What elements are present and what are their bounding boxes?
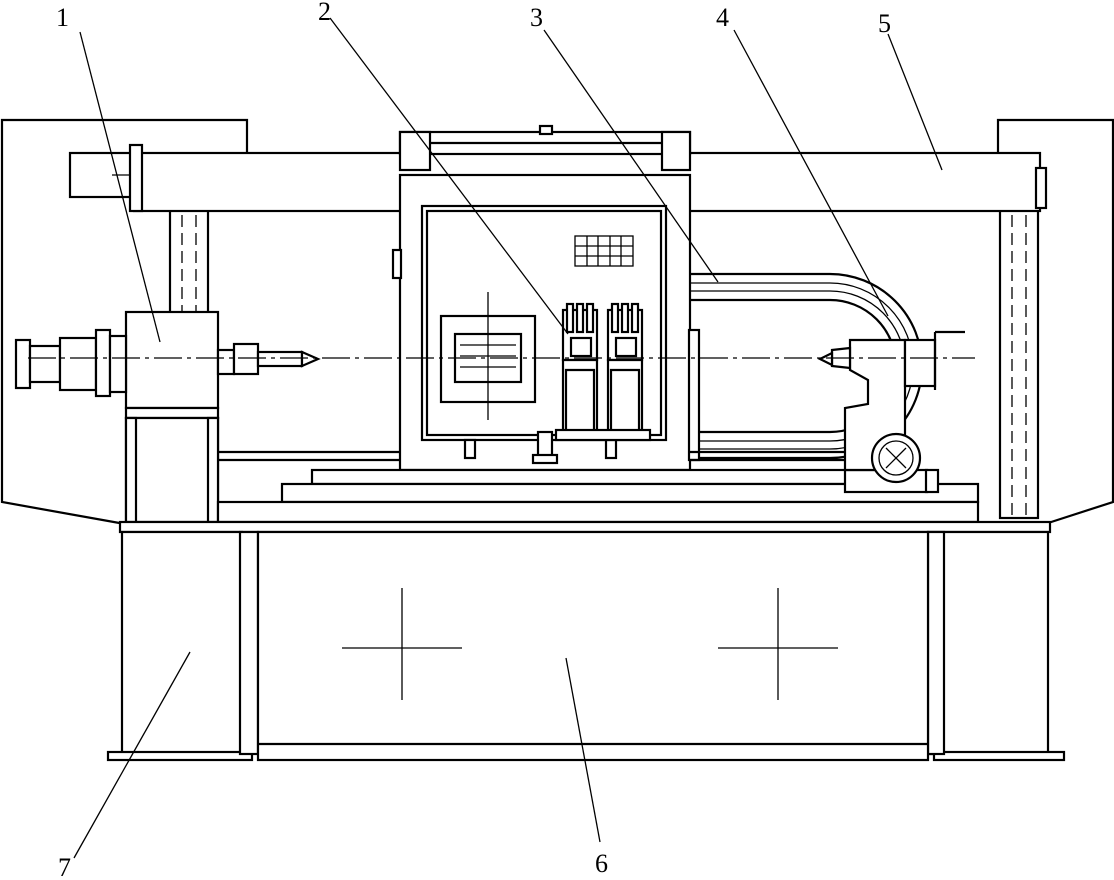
electrical-cabinet <box>256 530 930 762</box>
leader-5 <box>887 33 943 171</box>
label-1: 1 <box>56 3 69 32</box>
label-3: 3 <box>530 3 543 32</box>
label-5: 5 <box>878 9 891 38</box>
right-column <box>998 208 1040 520</box>
leader-6 <box>565 657 601 843</box>
leader-3 <box>543 29 719 283</box>
left-leg <box>106 530 260 762</box>
welding-torches <box>531 302 652 465</box>
leader-1 <box>79 31 161 343</box>
headstock <box>14 310 321 524</box>
base-frame <box>118 520 1052 534</box>
leader-2 <box>329 17 569 335</box>
bed-rails <box>216 450 980 524</box>
label-6: 6 <box>595 849 608 878</box>
left-column <box>168 208 210 316</box>
leader-lines <box>73 17 943 859</box>
label-7: 7 <box>58 853 71 880</box>
right-leg <box>926 530 1066 762</box>
leader-7 <box>73 651 191 859</box>
label-2: 2 <box>318 0 331 26</box>
right-enclosure-panel <box>996 118 1114 526</box>
leader-4 <box>733 29 889 317</box>
part-labels: 1 2 3 4 5 6 7 <box>56 0 891 880</box>
tailstock <box>817 330 965 494</box>
label-4: 4 <box>716 3 729 32</box>
left-enclosure-panel <box>0 118 249 526</box>
